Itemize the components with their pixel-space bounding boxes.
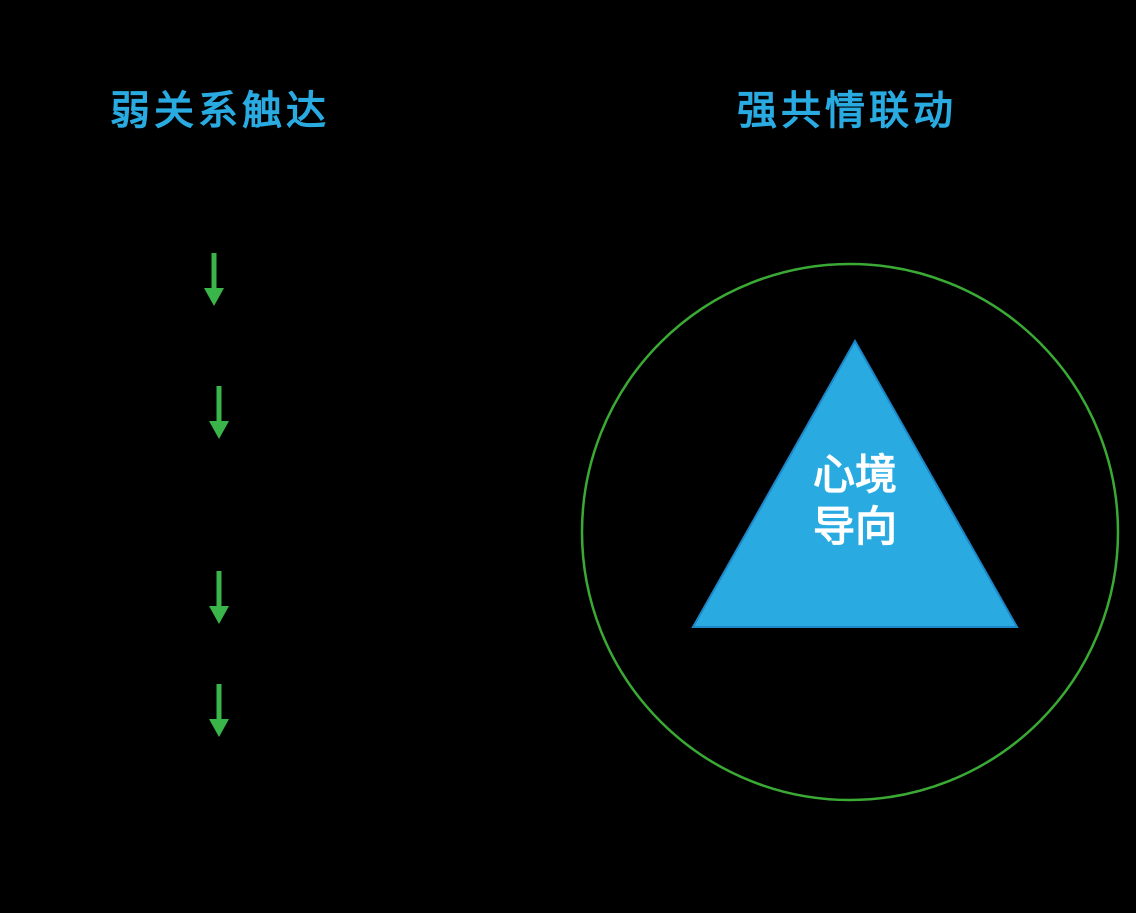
left-section-title: 弱关系触达	[110, 89, 330, 133]
down-arrow-icon	[209, 684, 229, 737]
down-arrow-icon	[204, 253, 224, 306]
mood-triangle	[691, 338, 1019, 628]
triangle-label-line2: 导向	[813, 503, 897, 550]
triangle-label-line1: 心境	[813, 451, 897, 498]
down-arrow-icon	[209, 571, 229, 624]
right-section-title: 强共情联动	[737, 89, 957, 133]
empathy-circle-graphic: 心境 导向	[580, 262, 1120, 802]
down-arrow-icon	[209, 386, 229, 439]
empathy-circle	[580, 262, 1120, 802]
